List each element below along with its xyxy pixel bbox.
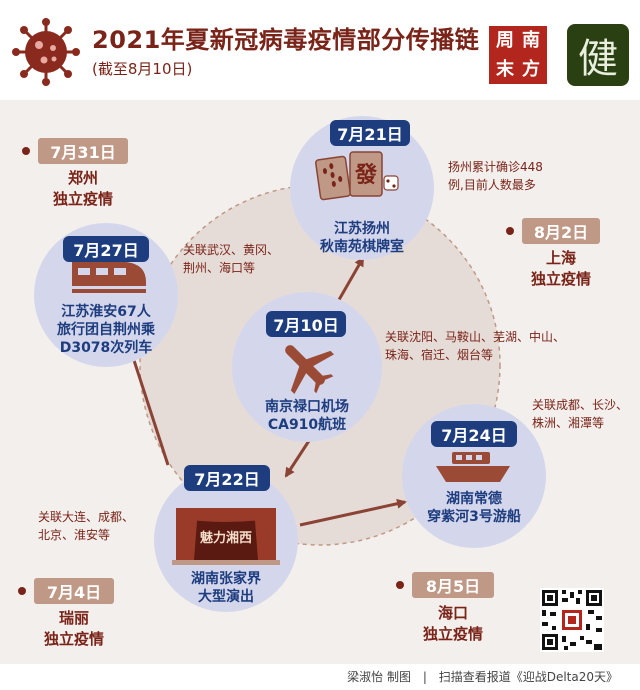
independent-line: 瑞丽 xyxy=(58,609,89,627)
note-line: 关联沈阳、马鞍山、芜湖、中山、 xyxy=(385,330,566,344)
date-badge-yangzhou: 7月21日 xyxy=(330,120,410,146)
note-line: 株洲、湘潭等 xyxy=(532,416,605,430)
note-line: 扬州累计确诊448 xyxy=(448,160,543,174)
stage-text: 魅力湘西 xyxy=(200,530,252,546)
date-badge-ruili: 7月4日 xyxy=(34,578,114,604)
bullet-dot xyxy=(506,227,514,235)
arrow-nanjing-yangzhou xyxy=(334,256,365,306)
node-line: 旅行团自荆州乘 xyxy=(57,322,155,338)
page-title: 2021年夏新冠病毒疫情部分传播链 xyxy=(92,26,480,54)
node-line: 穿紫河3号游船 xyxy=(427,509,521,525)
mahjong-icon: 發 xyxy=(315,151,399,201)
footer-credits: 梁淑怡 制图 | 扫描查看报道《迎战Delta20天》 xyxy=(347,668,618,685)
independent-line: 独立疫情 xyxy=(43,630,104,648)
scan-prompt: 扫描查看报道《迎战Delta20天》 xyxy=(438,670,618,684)
node-line: D3078次列车 xyxy=(59,340,153,356)
note-zhangjiajie: 关联大连、成都、 北京、淮安等 xyxy=(38,508,134,544)
node-line: 秋南苑棋牌室 xyxy=(320,239,404,255)
bullet-dot xyxy=(22,147,30,155)
note-line: 例,目前人数最多 xyxy=(448,178,536,192)
node-line: 湖南张家界 xyxy=(191,571,261,587)
note-line: 珠海、宿迁、烟台等 xyxy=(385,348,494,362)
logo-char: 方 xyxy=(522,58,540,80)
independent-line: 海口 xyxy=(437,604,468,622)
independent-zhengzhou-label: 郑州 独立疫情 xyxy=(23,168,143,210)
author-credit: 梁淑怡 制图 xyxy=(347,670,411,684)
header-bar: 2021年夏新冠病毒疫情部分传播链 (截至8月10日) 周 南 末 方 健 xyxy=(0,0,640,100)
svg-text:發: 發 xyxy=(354,163,377,188)
independent-line: 独立疫情 xyxy=(52,190,113,208)
date-badge-huaian: 7月27日 xyxy=(63,236,149,262)
stage-icon xyxy=(172,508,280,565)
node-line: 江苏扬州 xyxy=(334,221,390,237)
footer-separator: | xyxy=(422,670,427,684)
logo-char: 周 xyxy=(496,29,514,51)
note-line: 北京、淮安等 xyxy=(38,528,111,542)
note-yangzhou: 扬州累计确诊448 例,目前人数最多 xyxy=(448,158,543,194)
node-line: 湖南常德 xyxy=(446,491,502,507)
date-badge-changde: 7月24日 xyxy=(431,421,517,447)
note-line: 关联大连、成都、 xyxy=(38,510,135,524)
logo-char: 末 xyxy=(496,58,514,80)
bullet-dot xyxy=(396,581,404,589)
note-line: 荆州、海口等 xyxy=(183,261,256,275)
arrow-zhangjiajie-huaian xyxy=(127,346,170,466)
date-badge-nanjing: 7月10日 xyxy=(266,311,346,337)
note-nanjing: 关联沈阳、马鞍山、芜湖、中山、 珠海、宿迁、烟台等 xyxy=(385,328,565,364)
arrow-zhangjiajie-changde xyxy=(299,498,407,527)
note-line: 关联成都、长沙、 xyxy=(532,398,629,412)
date-badge-zhengzhou: 7月31日 xyxy=(38,138,128,164)
nanfang-weekend-logo: 周 南 末 方 xyxy=(489,26,547,84)
node-yangzhou-label: 江苏扬州 秋南苑棋牌室 xyxy=(287,220,437,256)
independent-haikou-label: 海口 独立疫情 xyxy=(393,603,513,645)
qr-code[interactable] xyxy=(540,588,604,652)
independent-line: 独立疫情 xyxy=(530,270,591,288)
note-huaian: 关联武汉、黄冈、 荆州、海口等 xyxy=(183,241,279,277)
node-line: 大型演出 xyxy=(198,589,254,605)
logo-char: 南 xyxy=(522,29,540,51)
node-huaian-label: 江苏淮安67人 旅行团自荆州乘 D3078次列车 xyxy=(31,303,181,357)
bullet-dot xyxy=(18,587,26,595)
date-badge-zhangjiajie: 7月22日 xyxy=(184,465,270,491)
date-badge-shanghai: 8月2日 xyxy=(522,218,600,244)
note-changde: 关联成都、长沙、 株洲、湘潭等 xyxy=(532,396,628,432)
node-changde-label: 湖南常德 穿紫河3号游船 xyxy=(399,490,549,526)
date-badge-haikou: 8月5日 xyxy=(412,572,494,598)
node-line: 南京禄口机场 xyxy=(265,399,349,415)
independent-shanghai-label: 上海 独立疫情 xyxy=(501,248,621,290)
airplane-icon xyxy=(285,345,334,394)
node-zhangjiajie-label: 湖南张家界 大型演出 xyxy=(151,570,301,606)
footer-bar: 梁淑怡 制图 | 扫描查看报道《迎战Delta20天》 xyxy=(0,664,640,690)
virus-icon xyxy=(12,18,80,86)
boat-icon xyxy=(436,452,510,482)
node-line: 江苏淮安67人 xyxy=(61,304,151,320)
node-line: CA910航班 xyxy=(267,417,347,433)
train-icon xyxy=(72,262,146,293)
health-logo: 健 xyxy=(567,24,629,86)
page-subtitle: (截至8月10日) xyxy=(92,60,193,78)
independent-line: 独立疫情 xyxy=(422,625,483,643)
note-line: 关联武汉、黄冈、 xyxy=(183,243,280,257)
independent-ruili-label: 瑞丽 独立疫情 xyxy=(14,608,134,650)
independent-line: 上海 xyxy=(545,249,576,267)
node-nanjing-label: 南京禄口机场 CA910航班 xyxy=(232,398,382,434)
independent-line: 郑州 xyxy=(67,169,98,187)
